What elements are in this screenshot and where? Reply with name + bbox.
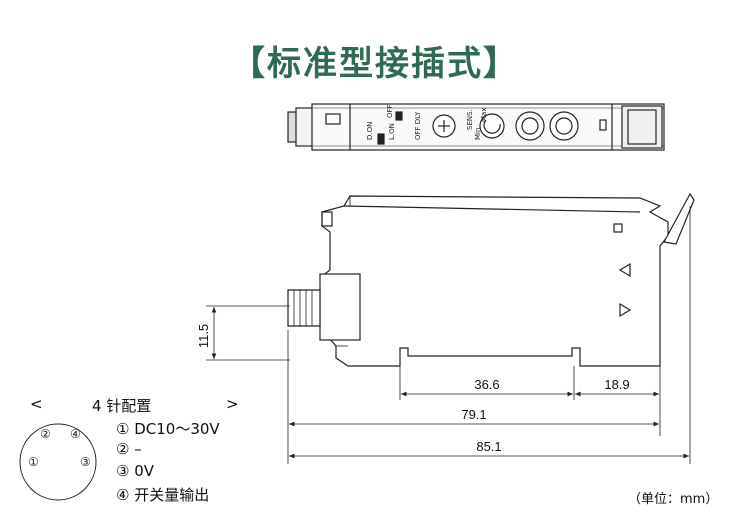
- label-off: OFF: [386, 104, 394, 118]
- connector-heading: 4 针配置: [92, 397, 152, 415]
- label-min: Min: [474, 128, 482, 140]
- legend-pin-1: ① DC10～30V: [116, 420, 220, 438]
- pin-4: ④: [70, 427, 81, 441]
- pin-3: ③: [80, 455, 91, 469]
- label-off-dly: OFF DLY: [414, 111, 422, 140]
- top-view: [287, 103, 665, 151]
- dim-85-1: 85.1: [476, 439, 501, 454]
- label-lon: L.ON: [388, 123, 396, 140]
- label-dion: D.ON: [366, 122, 374, 140]
- side-view: [287, 192, 695, 367]
- dimension-lines: [206, 206, 691, 464]
- legend-pin-2: ② –: [116, 440, 142, 458]
- legend-pin-3: ③ 0V: [116, 462, 155, 480]
- dim-36-6: 36.6: [474, 377, 499, 392]
- dim-11-5: 11.5: [196, 324, 211, 348]
- page-title: 【标准型接插式】: [231, 44, 519, 84]
- bracket-right: >: [226, 395, 239, 413]
- pin-1: ①: [28, 455, 39, 469]
- connector-face: [19, 423, 97, 501]
- pin-2: ②: [40, 427, 51, 441]
- label-sens: SENS.: [466, 109, 474, 130]
- bracket-left: <: [30, 395, 43, 413]
- dim-79-1: 79.1: [461, 407, 486, 422]
- dim-18-9: 18.9: [604, 377, 629, 392]
- unit-note: （单位：mm）: [628, 492, 719, 507]
- top-view-labels: D.ON L.ON OFF OFF DLY SENS. Min Max: [366, 104, 488, 140]
- label-max: Max: [480, 108, 488, 122]
- dimension-labels: 11.5 36.6 18.9 79.1 85.1: [196, 324, 630, 454]
- legend-pin-4: ④ 开关量输出: [116, 486, 210, 504]
